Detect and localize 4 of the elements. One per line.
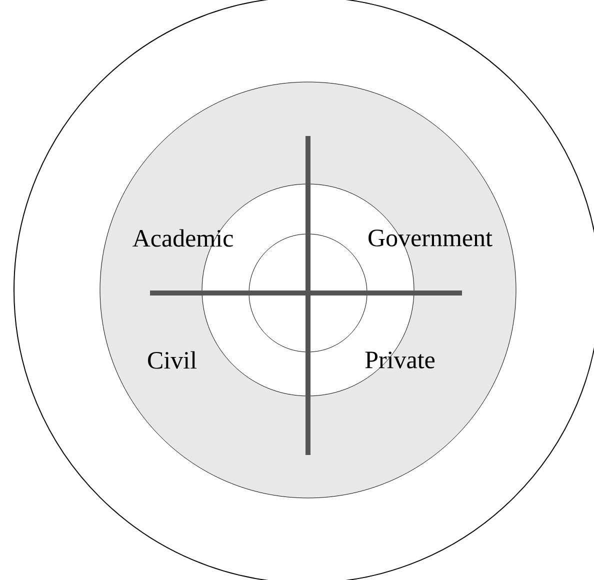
quadrant-label: Academic xyxy=(132,229,233,247)
quadrant-label: Government xyxy=(368,230,492,246)
quadrant-label: Private xyxy=(365,352,435,368)
quadrant-label: Civil xyxy=(148,351,197,369)
